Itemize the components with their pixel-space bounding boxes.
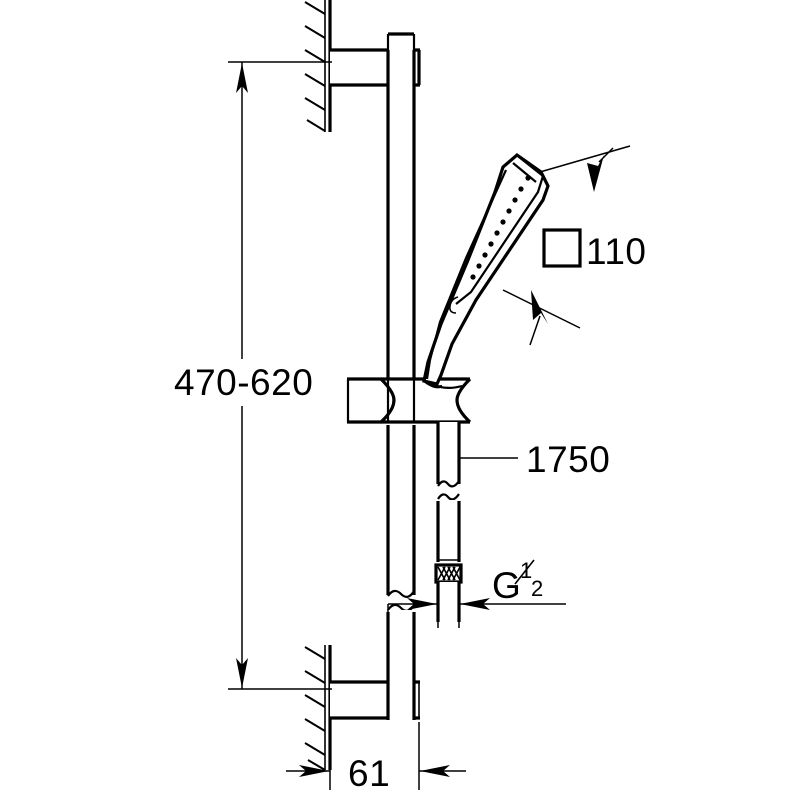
shower-rail — [386, 50, 416, 720]
dimension-sliding-range: 470-620 — [174, 61, 332, 690]
dimension-thread-size: G 1 2 — [387, 558, 566, 628]
dimension-hose-length: 1750 — [459, 439, 610, 480]
dimension-label-hose-length: 1750 — [526, 439, 610, 480]
dimension-label-wall-offset: 61 — [348, 753, 390, 794]
wall-hatching-bottom — [304, 646, 326, 771]
knurled-hose-connector-nut — [434, 563, 463, 584]
dimension-wall-offset: 61 — [286, 722, 466, 794]
wall-hatching-top — [304, 1, 326, 132]
dimension-label-sliding-range: 470-620 — [174, 362, 313, 403]
thread-denominator: 2 — [531, 576, 543, 601]
dimension-spray-face: 110 — [502, 145, 647, 346]
shower-hose — [434, 422, 463, 622]
dimension-label-spray-face: 110 — [586, 231, 647, 272]
hand-shower-handset — [422, 152, 550, 389]
thread-letter: G — [492, 565, 521, 606]
wall-section-bottom — [304, 645, 332, 771]
spray-nozzles — [470, 175, 531, 280]
adjustable-hand-shower-holder — [346, 377, 472, 424]
wall-section-top — [304, 0, 332, 132]
square-symbol-icon — [542, 228, 582, 268]
